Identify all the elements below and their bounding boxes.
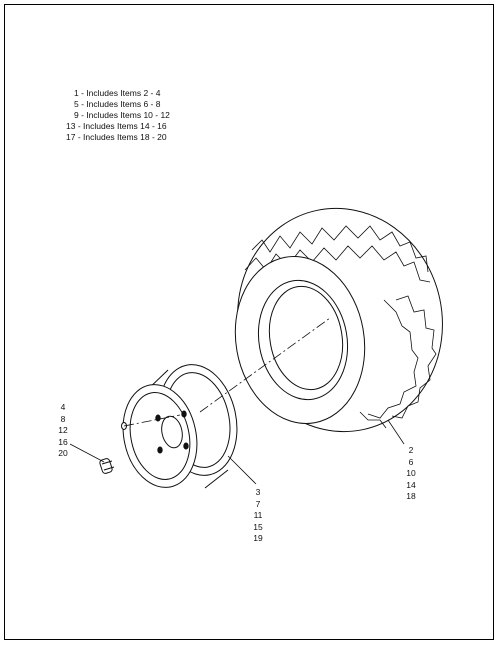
wheel-rim-drawing [121,364,238,489]
callout-number: 12 [58,425,68,435]
tire-drawing [234,207,443,433]
assembly-axis-line [123,317,331,427]
callout-wheel-rim: 3 7 11 15 19 [250,487,266,545]
callout-number: 16 [58,436,68,447]
callout-tire: 2 6 10 14 18 [403,445,419,503]
callout-number: 10 [406,468,416,478]
callout-valve-stem: 4 8 12 16 20 [55,402,71,460]
callout-number: 2 [408,445,414,455]
callout-number: 6 [408,456,414,467]
legend-item: 17 - Includes Items 18 - 20 [66,132,167,142]
legend-item: 5 - Includes Items 6 - 8 [74,99,161,109]
leader-line-rim [227,455,257,485]
diagram-frame [4,4,494,640]
callout-number: 14 [406,479,416,490]
callout-number: 7 [255,498,261,509]
callout-number: 19 [253,533,263,543]
legend-item: 13 - Includes Items 14 - 16 [66,121,167,131]
callout-number: 11 [253,510,263,520]
legend-item: 9 - Includes Items 10 - 12 [74,110,170,120]
parts-legend: 1 - Includes Items 2 - 4 5 - Includes It… [66,88,170,143]
legend-item: 1 - Includes Items 2 - 4 [74,88,161,98]
callout-number: 15 [253,521,263,532]
callout-number: 18 [406,491,416,501]
callout-number: 4 [60,402,66,412]
valve-stem-drawing [99,458,115,474]
leader-line-tire [387,419,405,445]
leader-lines [69,419,405,485]
callout-number: 8 [60,413,66,424]
callout-number: 3 [255,487,261,497]
leader-line-valve-stem [69,443,105,463]
callout-number: 20 [58,448,68,458]
